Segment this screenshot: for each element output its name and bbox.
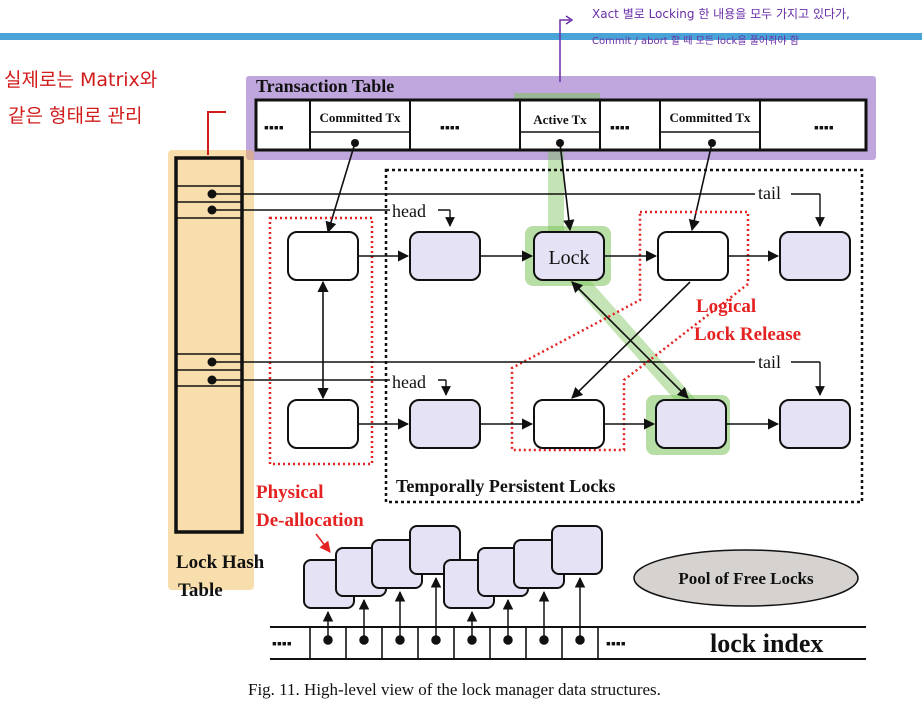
lock-label: Lock (548, 247, 589, 269)
lock-node (779, 231, 851, 281)
lock-node (533, 399, 605, 449)
pool-label: Pool of Free Locks (678, 569, 814, 588)
lock-node (409, 231, 481, 281)
tail-label-1: tail (758, 183, 781, 203)
physical-label-2: De-allocation (256, 510, 364, 531)
logical-release-label-2: Lock Release (694, 324, 801, 345)
lock-node-active (655, 399, 727, 449)
top-band (0, 33, 922, 40)
figure-caption: Fig. 11. High-level view of the lock man… (248, 680, 661, 699)
lock-node (409, 399, 481, 449)
tx-cell-active: Active Tx (533, 112, 587, 127)
top-note-line2: Commit / abort 할 때 모든 lock을 풀어줘야 함 (592, 35, 799, 47)
pool-of-free-locks (633, 549, 859, 607)
left-note-bracket (207, 111, 226, 155)
tx-cell-committed-1: Committed Tx (319, 110, 401, 125)
physical-label-1: Physical (256, 482, 324, 503)
top-note-line1: Xact 별로 Locking 한 내용을 모두 가지고 있다가, (592, 7, 850, 21)
lock-node (287, 231, 359, 281)
tx-dots-1: ▪▪▪▪ (264, 119, 284, 135)
lock-hash-table (174, 156, 244, 534)
head-label-2: head (392, 372, 426, 392)
free-lock (551, 525, 603, 575)
lock-node (287, 399, 359, 449)
lock-node (657, 231, 729, 281)
transaction-table-title: Transaction Table (256, 76, 394, 96)
physical-region (268, 216, 374, 466)
top-note-arrow (559, 19, 570, 82)
lock-hash-label-2: Table (178, 580, 223, 601)
logical-release-region (510, 210, 750, 452)
temporally-persistent-label: Temporally Persistent Locks (396, 476, 615, 496)
lock-index-pointers (322, 576, 586, 645)
tx-cell-committed-2: Committed Tx (669, 110, 751, 125)
lock-index-cells (309, 627, 599, 659)
head-label-1: head (392, 201, 426, 221)
left-note-line1: 실제로는 Matrix와 (4, 69, 157, 91)
tx-dots-3: ▪▪▪▪ (610, 119, 630, 135)
lock-index-dots-right: ▪▪▪▪ (606, 635, 626, 651)
tx-dots-4: ▪▪▪▪ (814, 119, 834, 135)
tx-dots-2: ▪▪▪▪ (440, 119, 460, 135)
tail-label-2: tail (758, 352, 781, 372)
lock-index-label: lock index (710, 629, 823, 658)
logical-release-label-1: Logical (696, 296, 756, 317)
left-note-line2: 같은 형태로 관리 (8, 105, 142, 127)
lock-hash-label-1: Lock Hash (176, 552, 265, 573)
lock-node (779, 399, 851, 449)
lock-index-dots-left: ▪▪▪▪ (272, 635, 292, 651)
temporally-persistent-box (384, 168, 864, 504)
